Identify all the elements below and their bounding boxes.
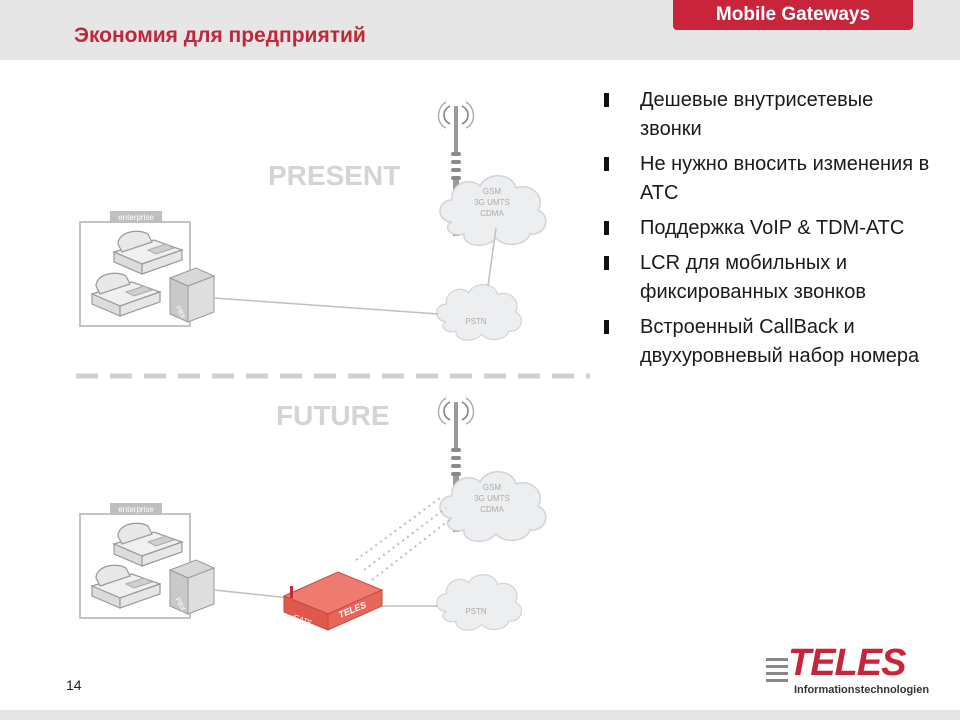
- enterprise-label: enterprise: [118, 213, 154, 222]
- cloud-line-3: CDMA: [480, 209, 504, 218]
- wireless-signal-icon: [355, 497, 453, 581]
- future-label: FUTURE: [276, 400, 390, 431]
- bullet-marker-icon: [604, 221, 609, 235]
- pstn-mobile-link: [487, 227, 497, 287]
- logo-word: TELES: [788, 642, 906, 684]
- cloud-line-3: CDMA: [480, 505, 504, 514]
- bullet-item: Дешевые внутрисетевые звонки: [604, 86, 934, 144]
- logo-stripes-icon: [766, 658, 788, 682]
- cloud-line-2: 3G UMTS: [474, 494, 510, 503]
- bullet-text: Поддержка VoIP & TDM-АТС: [640, 217, 905, 239]
- phone-icon: [113, 230, 183, 275]
- cloud-line-1: GSM: [483, 483, 502, 492]
- phone-icon: [91, 564, 161, 609]
- bullet-marker-icon: [604, 320, 609, 334]
- present-label: PRESENT: [268, 160, 400, 191]
- bullet-marker-icon: [604, 256, 609, 270]
- page-number: 14: [66, 677, 82, 693]
- mobile-cloud-future: GSM 3G UMTS CDMA: [439, 470, 547, 542]
- pstn-cloud-future: PSTN: [436, 573, 523, 631]
- igate-gateway: iGATE TELES: [282, 571, 384, 631]
- pstn-cloud-present: PSTN: [436, 283, 523, 341]
- cloud-line-1: GSM: [483, 187, 502, 196]
- network-diagram: PRESENT enterprise PBX GSM 3G UMTS CDMA …: [76, 101, 590, 631]
- enterprise-label: enterprise: [118, 505, 154, 514]
- phone-icon: [91, 272, 161, 317]
- slide-title: Экономия для предприятий: [74, 24, 366, 47]
- enterprise-box-future: enterprise: [79, 503, 191, 619]
- bottom-band: [0, 710, 960, 720]
- pbx-pstn-link: [213, 297, 439, 315]
- pbx-future: PBX: [169, 559, 215, 615]
- bullet-marker-icon: [604, 93, 609, 107]
- bullet-text: LCR для мобильных и фиксированных звонко…: [640, 252, 867, 303]
- bullet-item: LCR для мобильных и фиксированных звонко…: [604, 249, 934, 307]
- bullet-item: Встроенный CallBack и двухуровневый набо…: [604, 313, 934, 371]
- cloud-line-2: 3G UMTS: [474, 198, 510, 207]
- pstn-label: PSTN: [465, 317, 487, 326]
- bullet-text: Встроенный CallBack и двухуровневый набо…: [640, 316, 920, 367]
- bullet-item: Поддержка VoIP & TDM-АТС: [604, 214, 934, 243]
- enterprise-box-present: enterprise: [79, 211, 191, 327]
- pbx-present: PBX: [169, 267, 215, 323]
- bullet-item: Не нужно вносить изменения в АТС: [604, 150, 934, 208]
- pbx-gateway-link: [213, 589, 291, 599]
- bullet-text: Не нужно вносить изменения в АТС: [640, 153, 930, 204]
- section-tag: Mobile Gateways: [673, 0, 913, 30]
- pstn-label: PSTN: [465, 607, 487, 616]
- logo-subtitle: Informationstechnologien: [794, 684, 930, 696]
- bullet-marker-icon: [604, 157, 609, 171]
- bullet-text: Дешевые внутрисетевые звонки: [640, 89, 874, 140]
- phone-icon: [113, 522, 183, 567]
- mobile-cloud-present: GSM 3G UMTS CDMA: [439, 174, 547, 246]
- bullet-list: Дешевые внутрисетевые звонки Не нужно вн…: [604, 86, 934, 377]
- teles-logo: TELES Informationstechnologien: [766, 640, 930, 702]
